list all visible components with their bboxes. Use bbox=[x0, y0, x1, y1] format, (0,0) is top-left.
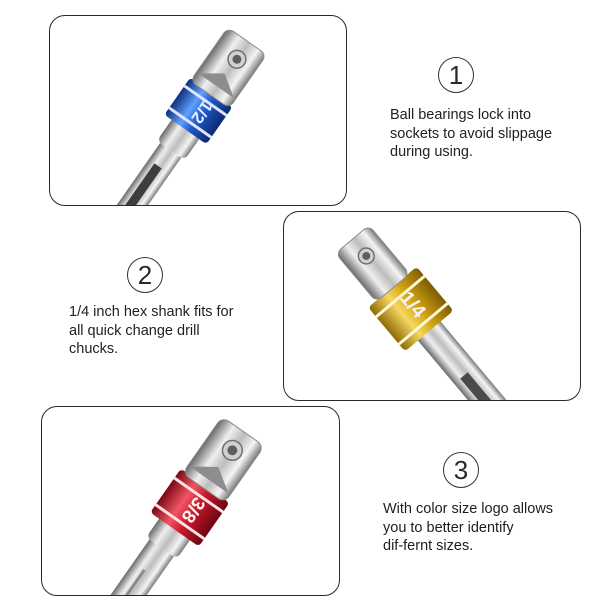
product-frame-2: 1/4 bbox=[283, 211, 581, 401]
caption-line: during using. bbox=[390, 144, 474, 160]
socket-adapter-red-image: 3/8 bbox=[76, 419, 262, 595]
feature-caption-1: Ball bearings lock into sockets to avoid… bbox=[390, 106, 552, 162]
caption-line: all quick change drill bbox=[69, 322, 200, 339]
caption-line: chucks. bbox=[69, 341, 119, 357]
caption-line: 1/4 inch hex shank fits for bbox=[69, 304, 234, 320]
feature-number-1-text: 1 bbox=[448, 60, 464, 90]
caption-line: you to better identify bbox=[383, 519, 514, 536]
product-frame-1: 1/2 bbox=[49, 15, 347, 206]
caption-line: With color size logo allows bbox=[383, 501, 554, 517]
caption-line: sockets to avoid slippage bbox=[390, 125, 553, 142]
caption-line: Ball bearings lock into bbox=[390, 107, 532, 123]
caption-line: dif-fernt sizes. bbox=[383, 538, 474, 554]
feature-number-1: 1 bbox=[438, 57, 474, 93]
product-frame-3: 3/8 bbox=[41, 406, 340, 596]
feature-caption-3: With color size logo allows you to bette… bbox=[383, 500, 553, 556]
feature-number-3-text: 3 bbox=[453, 455, 469, 485]
feature-number-2-text: 2 bbox=[137, 260, 153, 290]
socket-adapter-blue-image: 1/2 bbox=[97, 29, 265, 205]
feature-caption-2: 1/4 inch hex shank fits for all quick ch… bbox=[69, 303, 233, 359]
feature-number-3: 3 bbox=[443, 452, 479, 488]
feature-number-2: 2 bbox=[127, 257, 163, 293]
socket-adapter-gold-image: 1/4 bbox=[337, 227, 541, 400]
